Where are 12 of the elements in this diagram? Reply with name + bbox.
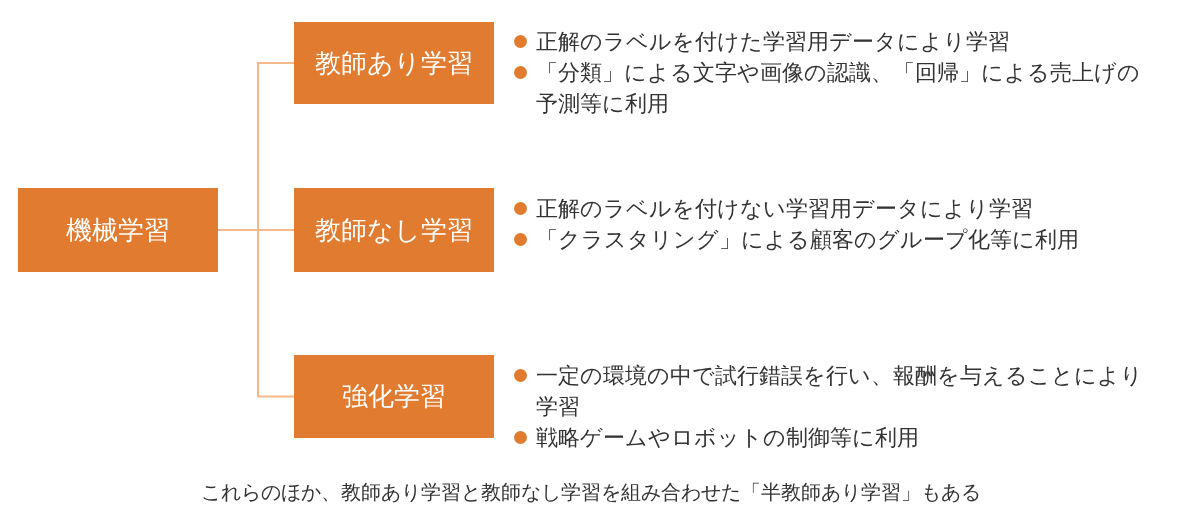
connector-line — [217, 229, 295, 398]
bullet-text: 一定の環境の中で試行錯誤を行い、報酬を与えることにより学習 — [512, 360, 1152, 422]
bullet-text: 戦略ゲームやロボットの制御等に利用 — [512, 422, 1152, 453]
bullet-text: 正解のラベルを付けない学習用データにより学習 — [512, 193, 1152, 224]
bullet-text: 「クラスタリング」による顧客のグループ化等に利用 — [512, 224, 1152, 255]
caption: これらのほか、教師あり学習と教師なし学習を組み合わせた「半教師あり学習」もある — [199, 479, 982, 506]
category-box: 強化学習 — [294, 355, 494, 438]
bullet-text: 正解のラベルを付けた学習用データにより学習 — [512, 26, 1152, 57]
bullet-text: 「分類」による文字や画像の認識、「回帰」による売上げの予測等に利用 — [512, 57, 1152, 119]
category-box: 教師なし学習 — [294, 188, 494, 272]
category-box: 機械学習 — [18, 188, 218, 272]
category-box: 教師あり学習 — [294, 22, 494, 104]
